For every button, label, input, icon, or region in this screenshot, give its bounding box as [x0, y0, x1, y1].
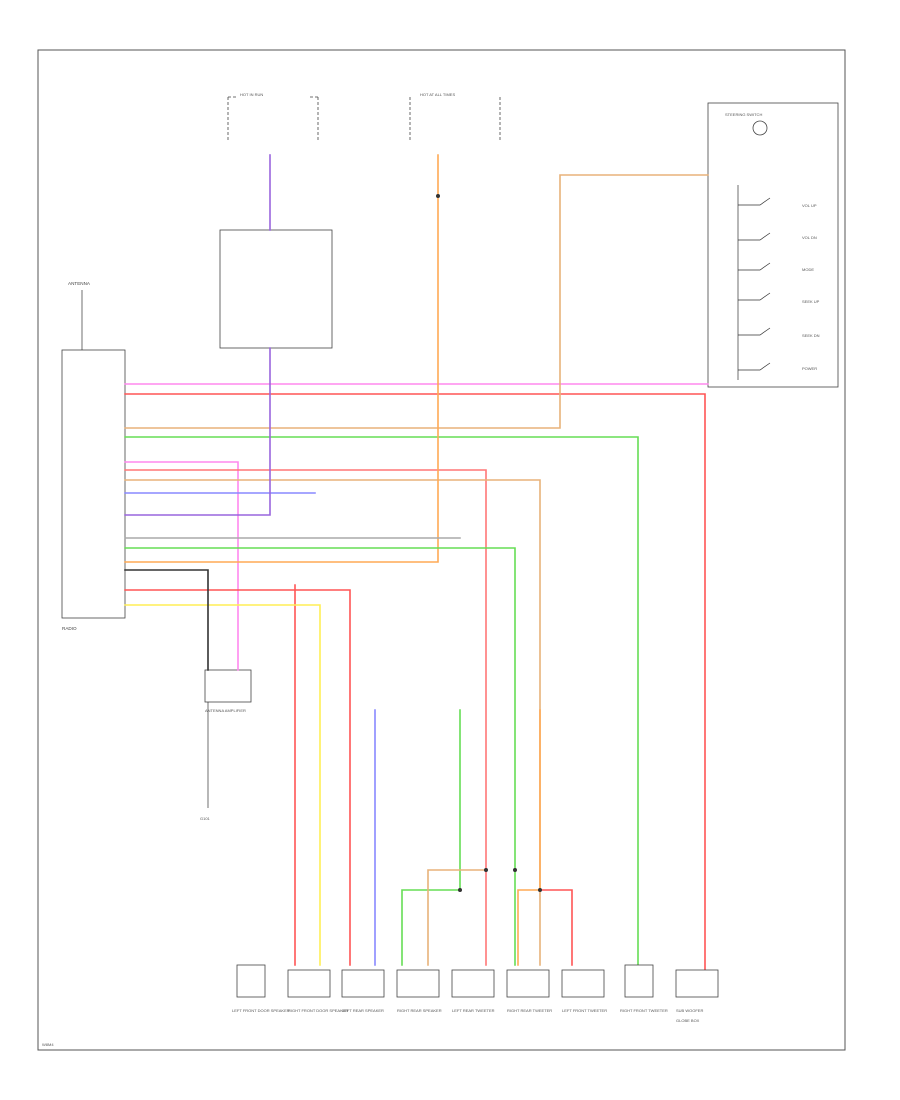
wire-violet-junction	[124, 347, 271, 516]
speaker-6	[506, 969, 550, 998]
spk-6-label: RIGHT REAR TWEETER	[507, 1008, 552, 1013]
speaker-2	[287, 969, 331, 998]
spk-7-label: LEFT FRONT TWEETER	[562, 1008, 607, 1013]
splice-5	[513, 868, 517, 872]
spk-3-label: LEFT REAR SPEAKER	[342, 1008, 384, 1013]
spk-9-label: SUB WOOFER	[676, 1008, 703, 1013]
spk-10-label: GLOBE BOX	[676, 1018, 700, 1023]
wire-green-3	[401, 709, 461, 966]
wire-green-main	[124, 436, 639, 966]
wire-green-2	[124, 547, 516, 966]
diagram-frame	[37, 49, 846, 1051]
horn-icon	[752, 120, 768, 136]
wire-tan-main	[124, 174, 709, 429]
wire-orange-fuse	[124, 154, 439, 563]
sw-power-label: POWER	[802, 366, 817, 371]
speaker-4	[396, 969, 440, 998]
speaker-3	[341, 969, 385, 998]
ground-label: G101	[200, 816, 211, 821]
footer-code: W8M4	[42, 1042, 54, 1047]
fuse-box-left	[227, 96, 319, 140]
fuse-right-label: HOT AT ALL TIMES	[420, 92, 455, 97]
steering-switch-box	[707, 102, 839, 388]
wire-red-main	[124, 393, 706, 971]
spk-1-label: LEFT FRONT DOOR SPEAKER	[232, 1008, 290, 1013]
wire-yellow	[124, 604, 321, 966]
steering-switch-label: STEERING SWITCH	[725, 112, 762, 117]
fuse-box-right	[409, 97, 501, 140]
sw-mode-label: MODE	[802, 267, 814, 272]
spk-5-label: LEFT REAR TWEETER	[452, 1008, 495, 1013]
wire-tan-spk	[124, 479, 541, 966]
antenna-label: ANTENNA	[68, 281, 91, 286]
sw-seekdn-label: SEEK DN	[802, 333, 820, 338]
junction-connector	[219, 229, 333, 349]
splice-3	[458, 888, 462, 892]
radio-label: RADIO	[62, 626, 77, 631]
spk-4-label: RIGHT REAR SPEAKER	[397, 1008, 442, 1013]
wire-black-amp	[124, 569, 209, 671]
wire-red-spk	[124, 469, 487, 966]
wire-pink-amp	[124, 461, 239, 671]
wire-tan-2	[427, 869, 487, 966]
splice-1	[436, 194, 440, 198]
radio-unit	[61, 349, 126, 619]
wire-red-4	[539, 889, 573, 966]
sw-volup-label: VOL UP	[802, 203, 817, 208]
antenna-amplifier	[204, 669, 252, 703]
speaker-1	[236, 964, 266, 998]
speaker-5	[451, 969, 495, 998]
spk-8-label: RIGHT FRONT TWEETER	[620, 1008, 668, 1013]
speaker-8	[624, 964, 654, 998]
sw-seekup-label: SEEK UP	[802, 299, 820, 304]
wire-red-2	[124, 589, 351, 966]
sw-voldn-label: VOL DN	[802, 235, 817, 240]
spk-2-label: RIGHT FRONT DOOR SPEAKER	[288, 1008, 348, 1013]
speaker-7	[561, 969, 605, 998]
wire-orange-2	[517, 709, 541, 966]
antenna-amp-label: ANTENNA AMPLIFIER	[205, 708, 246, 713]
speaker-9	[675, 969, 719, 998]
splice-2	[484, 868, 488, 872]
switch-ladder	[737, 185, 771, 380]
splice-4	[538, 888, 542, 892]
fuse-left-label: HOT IN RUN	[240, 92, 263, 97]
